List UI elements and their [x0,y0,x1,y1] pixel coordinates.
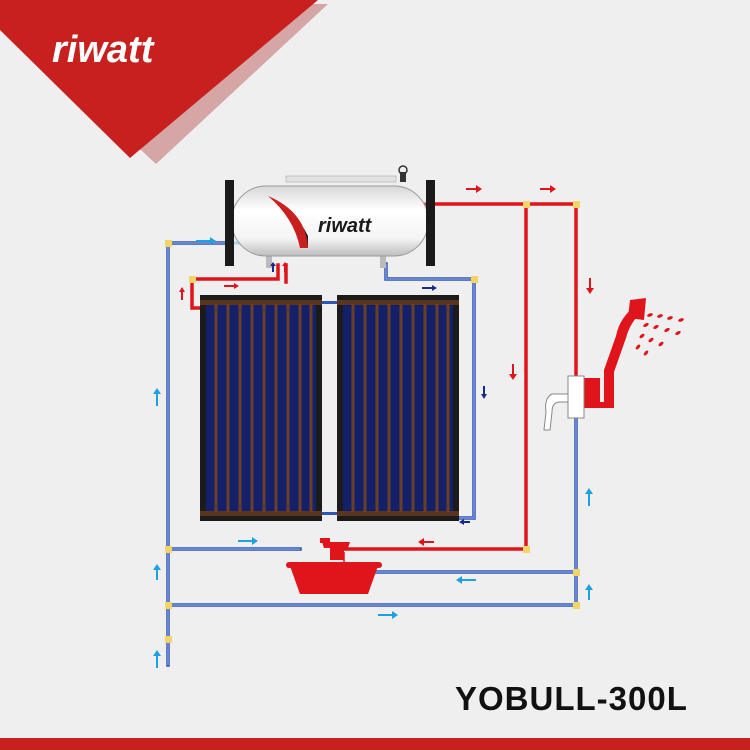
faucet-icon [543,375,585,431]
tank-connection-arrows [270,262,288,272]
pipe-fittings [165,201,580,643]
shower-head-icon [578,298,684,408]
water-tank: riwatt [225,165,435,268]
basin-icon [286,538,382,594]
bottom-brand-bar [0,738,750,750]
tank-logo: riwatt [318,215,373,237]
collector-flow-arrows [422,285,487,525]
collector-connectors [322,301,337,515]
solar-collector-right [337,295,459,521]
valve-icon [398,165,408,182]
brand-banner: riwatt [0,0,328,164]
hot-flow-arrows [179,185,594,546]
cold-flow-arrows [153,237,593,668]
brand-logo: riwatt [52,29,155,71]
solar-collector-left [200,295,322,521]
model-name: YOBULL-300L [455,680,688,717]
